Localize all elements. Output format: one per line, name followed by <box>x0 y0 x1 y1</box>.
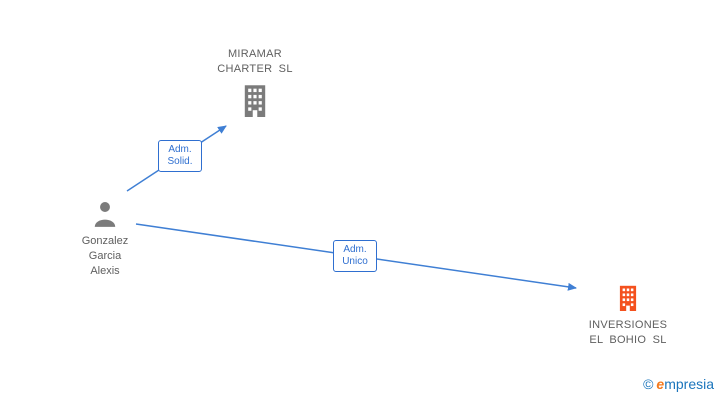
company-name-line1: MIRAMAR <box>227 48 283 60</box>
edge-label-line1: Adm. <box>343 244 367 255</box>
copyright-symbol: © <box>643 376 654 392</box>
edge-label-line2: Unico <box>342 256 368 267</box>
person-name-line1: Gonzalez <box>81 235 129 247</box>
empresia-logo[interactable]: ©empresia <box>643 376 714 392</box>
brand-rest: mpresia <box>664 376 714 392</box>
edge-label-adm-unico: Adm. Unico <box>333 240 377 272</box>
node-label: INVERSIONES EL BOHIO SL <box>568 318 688 348</box>
node-label: MIRAMAR CHARTER SL <box>185 47 325 77</box>
company-name-line2: EL BOHIO SL <box>589 334 667 346</box>
node-label: Gonzalez Garcia Alexis <box>55 234 155 279</box>
edge-label-line1: Adm. <box>168 144 192 155</box>
building-icon <box>244 85 266 117</box>
node-gonzalez-garcia-alexis[interactable]: Gonzalez Garcia Alexis <box>55 200 155 279</box>
building-icon <box>619 285 637 311</box>
person-name-line2: Garcia <box>88 250 122 262</box>
edge-label-line2: Solid. <box>167 156 193 167</box>
company-name-line2: CHARTER SL <box>217 63 293 75</box>
brand-initial: e <box>656 376 665 392</box>
node-inversiones-el-bohio-sl[interactable]: INVERSIONES EL BOHIO SL <box>568 284 688 348</box>
company-name-line1: INVERSIONES <box>588 319 668 331</box>
person-name-line3: Alexis <box>90 265 120 277</box>
node-miramar-charter-sl[interactable]: MIRAMAR CHARTER SL <box>185 47 325 117</box>
edge-label-adm-solid: Adm. Solid. <box>158 140 202 172</box>
person-icon <box>94 202 116 227</box>
